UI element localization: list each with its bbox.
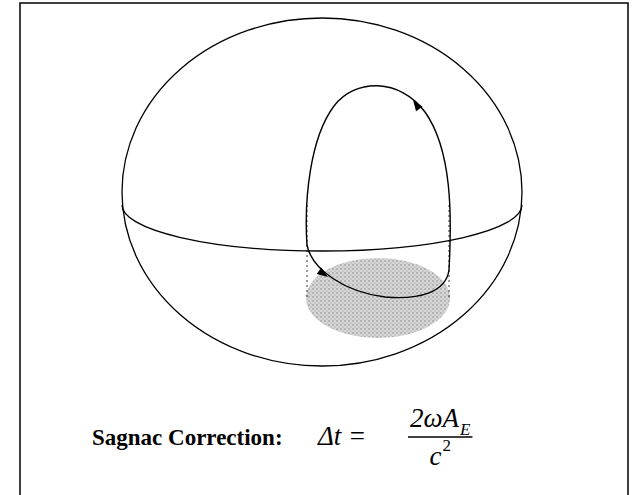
sphere-outline: [122, 18, 522, 366]
caption-label: Sagnac Correction:: [92, 426, 283, 449]
equator-rim: [122, 205, 522, 251]
formula-denominator: c: [429, 443, 441, 470]
formula-term: Δt =: [318, 423, 366, 450]
frame: [20, 3, 628, 495]
formula-subscript: E: [460, 421, 470, 438]
arrowhead: [317, 267, 331, 280]
arrowhead: [410, 98, 423, 112]
projected-area: [306, 258, 450, 338]
formula-numerator: 2ωA: [410, 405, 459, 432]
formula-superscript: 2: [442, 437, 451, 454]
signal-loop: [306, 86, 450, 298]
